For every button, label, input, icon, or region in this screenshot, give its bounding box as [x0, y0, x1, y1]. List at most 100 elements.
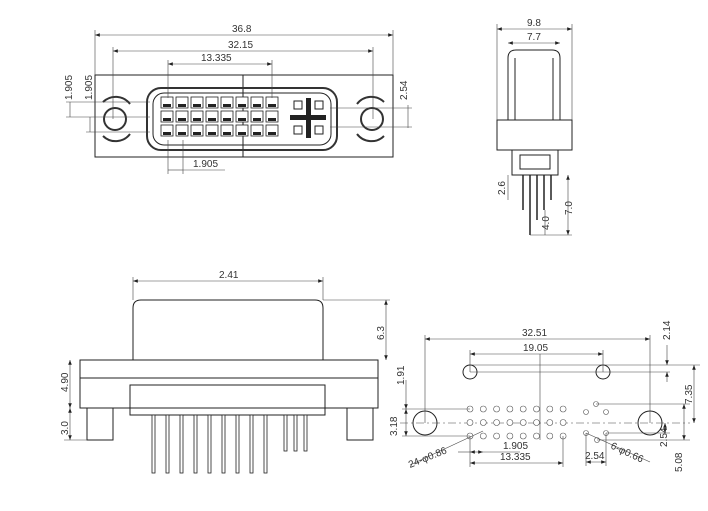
solder-pin [193, 414, 198, 474]
dim-peg-pitch: 19.05 [523, 343, 548, 354]
solder-pin [179, 414, 184, 474]
cross-key-icon [290, 98, 326, 138]
solder-pin-short [283, 414, 288, 452]
shell-outline [146, 87, 338, 151]
contact-cell [250, 96, 264, 109]
pin-hole [533, 405, 540, 413]
pin-hole [493, 405, 500, 413]
dim-hole-offset: 2.54 [399, 80, 410, 100]
label-aux-holes: 6-φ0.66 [609, 441, 646, 466]
contact-pin [223, 104, 231, 107]
contact-pin [193, 118, 201, 121]
contact-pin [208, 132, 216, 135]
contact-pin [208, 118, 216, 121]
solder-pin [151, 414, 156, 474]
pin-hole [479, 419, 487, 426]
contact-pin [178, 118, 186, 121]
contact-pin [193, 132, 201, 135]
elevation-view: 2.41 6.3 4.90 3.0 [60, 270, 390, 474]
solder-pin-short [293, 414, 298, 452]
label-pin-holes: 24-φ0.86 [407, 445, 449, 470]
pin-hole [546, 419, 554, 426]
contact-pin [268, 104, 276, 107]
contact-cell [220, 124, 234, 137]
aux-hole [583, 409, 589, 415]
contact-pin [268, 132, 276, 135]
solder-pin [263, 414, 268, 474]
contact-pin [238, 118, 246, 121]
pin-hole [506, 405, 514, 413]
dim-peg-offset: 1.91 [396, 365, 407, 385]
dim-total-height: 7.0 [564, 201, 575, 215]
contact-cell [205, 110, 219, 123]
dim-mount-pitch: 32.51 [522, 328, 547, 339]
contact-cell [160, 124, 174, 137]
dim-pin-field: 13.335 [201, 53, 232, 64]
contact-cell [235, 124, 249, 137]
contact-pin [253, 118, 261, 121]
dim-peg-to-row: 7.35 [684, 384, 695, 404]
pin-hole [519, 419, 527, 426]
contact-cell [205, 124, 219, 137]
pin-hole [546, 405, 554, 413]
contact-cell [235, 96, 249, 109]
contact-cell [250, 124, 264, 137]
pin-hole [533, 419, 540, 426]
contact-cell [265, 124, 279, 137]
contact-cell [220, 96, 234, 109]
contact-pin [268, 118, 276, 121]
contact-pin [163, 132, 171, 135]
pin-hole [493, 419, 500, 426]
contact-pin [223, 118, 231, 121]
pin-hole [479, 432, 487, 440]
pin-hole [546, 432, 554, 440]
dim-shell-width: 7.7 [527, 32, 541, 43]
dim-peg-height: 3.0 [60, 421, 71, 435]
contact-pin [193, 104, 201, 107]
pin-hole [479, 405, 487, 413]
dim-overall-width: 36.8 [232, 24, 252, 35]
contact-pin [223, 132, 231, 135]
dim-row-pitch-a: 1.905 [64, 75, 75, 100]
solder-pins [151, 414, 308, 474]
dim-standoff: 2.6 [497, 181, 508, 195]
contact-cell [235, 110, 249, 123]
dim-aux-pitch-y: 2.54 [659, 427, 670, 447]
pin-hole [559, 405, 567, 413]
contact-pin [163, 104, 171, 107]
pcb-footprint: 32.51 19.05 1.91 3.18 2.14 7.35 1.905 13… [389, 320, 700, 472]
dim-footprint-pin-pitch: 1.905 [503, 441, 528, 452]
pin-hole [559, 419, 567, 426]
pin-hole [506, 432, 514, 440]
flange-outline [94, 74, 394, 158]
aux-hole [603, 409, 609, 415]
dim-pin-pitch: 1.905 [193, 159, 218, 170]
pin-hole [519, 432, 527, 440]
dim-row-pitch-b: 1.905 [84, 75, 95, 100]
mount-hole-right [356, 95, 385, 143]
contact-pin [238, 104, 246, 107]
contact-cell [175, 124, 189, 137]
solder-pin [235, 414, 240, 474]
solder-pin [165, 414, 170, 474]
solder-pin [207, 414, 212, 474]
contact-grid [160, 96, 279, 137]
pin-hole [519, 405, 527, 413]
solder-pin [249, 414, 254, 474]
dim-shell-width-elev: 2.41 [219, 270, 239, 281]
dim-peg-edge: 2.14 [662, 320, 673, 340]
pin-hole [466, 419, 474, 426]
mount-hole-left [102, 95, 131, 143]
side-view: 9.8 7.7 2.6 4.0 7.0 [496, 18, 575, 236]
pin-hole [506, 419, 514, 426]
dim-hole-pitch: 32.15 [228, 40, 253, 51]
contact-cell [190, 110, 204, 123]
dim-footprint-pin-field: 13.335 [500, 452, 531, 463]
contact-cell [190, 124, 204, 137]
contact-pin [178, 104, 186, 107]
contact-pin [238, 132, 246, 135]
front-view: 36.8 32.15 13.335 1.905 1.905 1.905 2.54 [64, 24, 412, 174]
contact-cell [250, 110, 264, 123]
dim-aux-pitch-x: 2.54 [585, 451, 605, 462]
